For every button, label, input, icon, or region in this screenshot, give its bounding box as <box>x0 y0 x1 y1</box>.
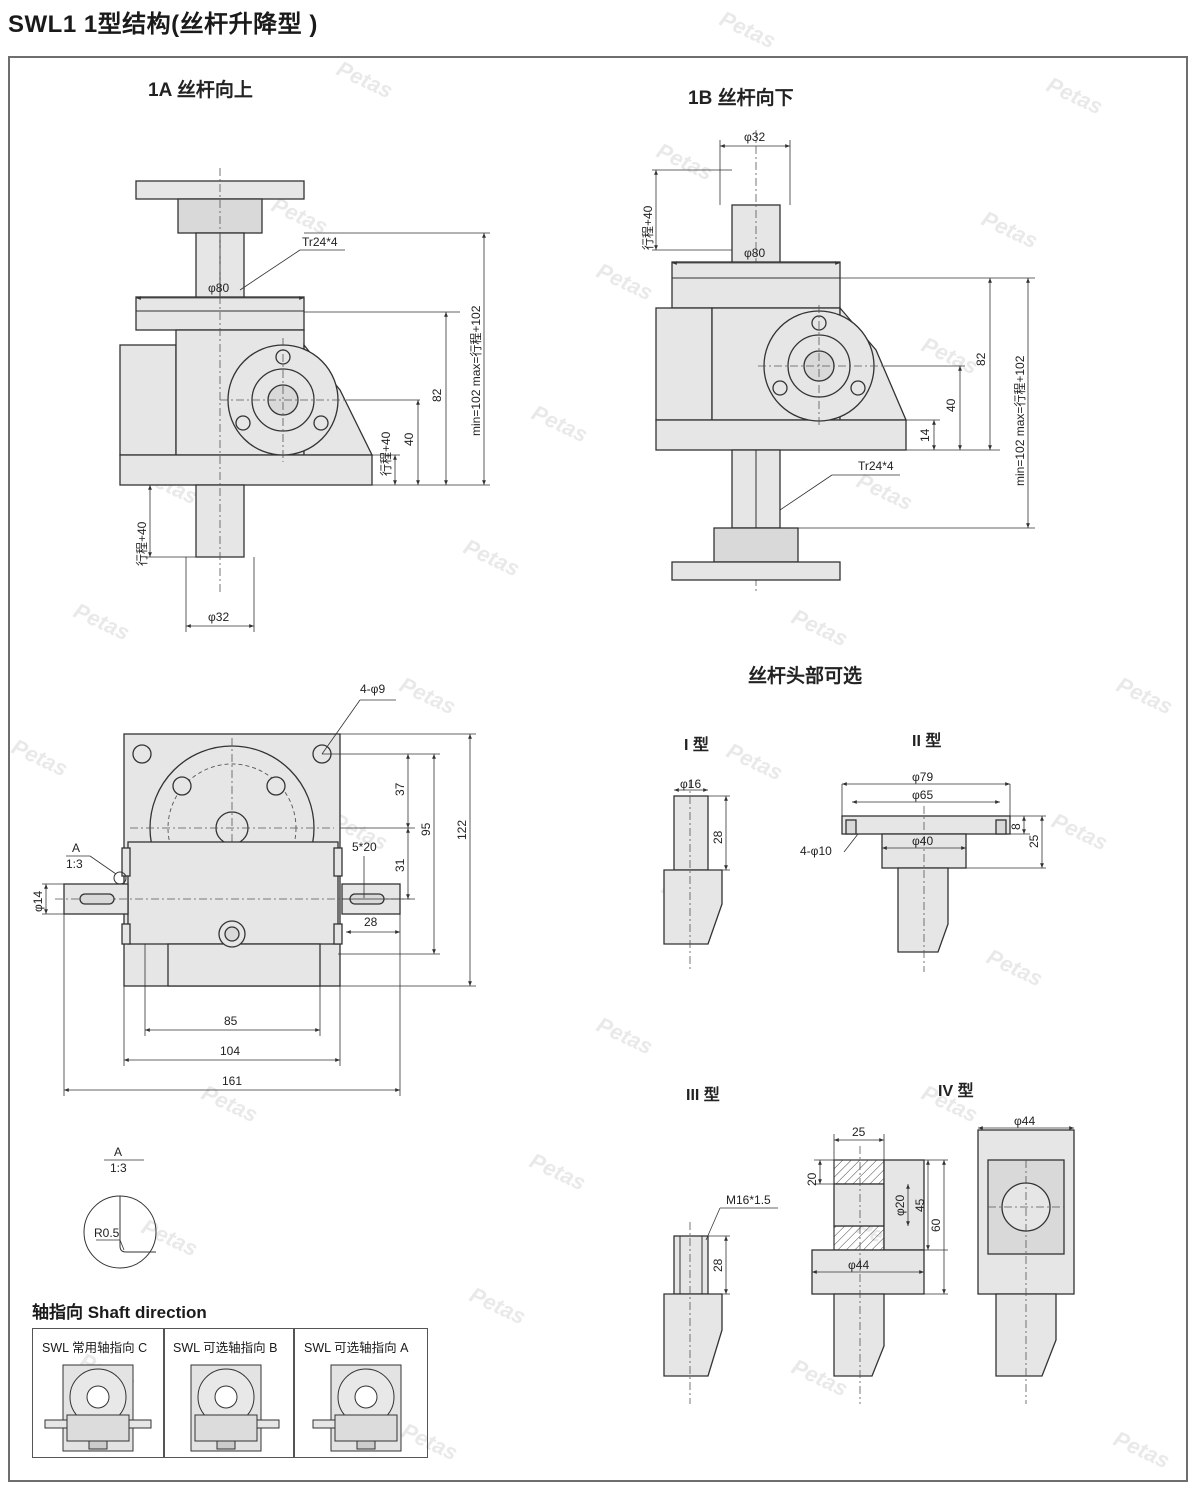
plan-detail-ref: A <box>72 841 80 855</box>
watermark: Petas <box>1043 72 1107 119</box>
plan-holes: 4-φ9 <box>360 682 385 696</box>
plan-key: 5*20 <box>352 840 377 854</box>
type4-h45: 45 <box>913 1198 927 1212</box>
gearbox-icon <box>44 1364 152 1452</box>
watermark: Petas <box>593 258 657 305</box>
type4-d20: φ20 <box>893 1195 907 1216</box>
view-1a-title: 1A 丝杆向上 <box>148 78 253 101</box>
view-1b-dim-minmax: min=102 max=行程+102 <box>1012 355 1027 486</box>
watermark: Petas <box>466 1282 530 1329</box>
view-1a: 1A 丝杆向上 φ80 Tr24*4 <box>119 78 490 632</box>
type3-label: III 型 <box>686 1086 720 1104</box>
detail-a-radius: R0.5 <box>94 1226 120 1240</box>
plan-w161: 161 <box>222 1074 242 1088</box>
plan-w85: 85 <box>224 1014 238 1028</box>
shaft-direction-label: SWL 可选轴指向 A <box>304 1341 409 1355</box>
view-1b-flange-dia: φ80 <box>744 246 765 260</box>
watermark: Petas <box>788 604 852 651</box>
view-1b-shaft-dia: φ32 <box>744 130 765 144</box>
view-1a-dim-40: 40 <box>402 432 416 446</box>
type4-d44a: φ44 <box>848 1258 869 1272</box>
view-1b: 1B 丝杆向下 φ32 φ80 Tr24*4 <box>640 86 1035 592</box>
plan-view: 4-φ9 A 1:3 5*20 φ14 28 37 31 95 122 <box>31 682 476 1096</box>
watermark: Petas <box>1113 672 1177 719</box>
type1-dia: φ16 <box>680 777 701 791</box>
type4-d44b: φ44 <box>1014 1114 1035 1128</box>
type2-holes: 4-φ10 <box>800 844 832 858</box>
detail-a: A 1:3 R0.5 <box>83 1145 157 1269</box>
watermark: Petas <box>8 734 72 781</box>
type2-height: 25 <box>1027 834 1041 848</box>
view-1b-dim-stroke: 行程+40 <box>640 205 655 250</box>
screw-heads: 丝杆头部可选 I 型 φ16 28 II 型 φ79 φ65 φ40 4-φ10 <box>663 664 1075 1404</box>
shaft-direction-title: 轴指向 Shaft direction <box>32 1303 207 1322</box>
gearbox-icon <box>312 1364 402 1452</box>
watermark: Petas <box>653 138 717 185</box>
type4-h20: 20 <box>805 1172 819 1186</box>
detail-a-scale: 1:3 <box>110 1161 127 1175</box>
type2-thk: 8 <box>1009 823 1023 830</box>
type4-h60: 60 <box>929 1218 943 1232</box>
view-1a-shaft-dia: φ32 <box>208 610 229 624</box>
plan-detail-scale: 1:3 <box>66 857 83 871</box>
shaft-direction-option-b[interactable]: SWL 可选轴指向 B <box>164 1328 294 1458</box>
gearbox-icon <box>190 1364 280 1452</box>
type2-dia-inner: φ40 <box>912 834 933 848</box>
watermark: Petas <box>460 534 524 581</box>
watermark: Petas <box>918 332 982 379</box>
view-1a-dim-minmax: min=102 max=行程+102 <box>468 305 483 436</box>
watermark: Petas <box>138 1214 202 1261</box>
type2-dia-pcd: φ65 <box>912 788 933 802</box>
watermark: Petas <box>593 1012 657 1059</box>
watermark: Petas <box>983 944 1047 991</box>
type4-label: IV 型 <box>938 1082 974 1100</box>
plan-shaft-dia: φ14 <box>31 891 45 912</box>
watermark: Petas <box>723 738 787 785</box>
shaft-direction-option-c[interactable]: SWL 常用轴指向 C <box>32 1328 164 1458</box>
screw-heads-title: 丝杆头部可选 <box>748 664 862 687</box>
type4-width: 25 <box>852 1125 866 1139</box>
view-1a-flange-dia: φ80 <box>208 281 229 295</box>
view-1b-dim-14: 14 <box>918 428 932 442</box>
view-1a-dim-stroke: 行程+40 <box>134 521 149 566</box>
type3-len: 28 <box>711 1258 725 1272</box>
plan-w104: 104 <box>220 1044 240 1058</box>
type1-len: 28 <box>711 830 725 844</box>
watermark: Petas <box>528 400 592 447</box>
watermark: Petas <box>526 1148 590 1195</box>
shaft-direction-label: SWL 常用轴指向 C <box>42 1341 148 1355</box>
type2-dia-outer: φ79 <box>912 770 933 784</box>
shaft-direction-option-a[interactable]: SWL 可选轴指向 A <box>294 1328 428 1458</box>
plan-h95: 95 <box>419 822 433 836</box>
drawing-frame <box>8 56 1188 1482</box>
view-1a-thread: Tr24*4 <box>302 235 338 249</box>
type2-label: II 型 <box>912 732 941 750</box>
watermark: Petas <box>396 672 460 719</box>
plan-h31: 31 <box>393 858 407 872</box>
detail-a-ref: A <box>114 1145 122 1159</box>
plan-h122: 122 <box>455 820 469 840</box>
view-1a-dim-82: 82 <box>430 388 444 402</box>
shaft-direction-label: SWL 可选轴指向 B <box>173 1341 278 1355</box>
plan-key-len: 28 <box>364 915 378 929</box>
page-title: SWL1 1型结构(丝杆升降型 ) <box>8 11 318 38</box>
view-1b-dim-82: 82 <box>974 352 988 366</box>
view-1b-title: 1B 丝杆向下 <box>688 86 794 109</box>
watermark: Petas <box>333 56 397 103</box>
watermark: Petas <box>70 598 134 645</box>
view-1a-dim-14: 行程+40 <box>378 431 393 476</box>
watermark: Petas <box>716 6 780 53</box>
type3-thread: M16*1.5 <box>726 1193 771 1207</box>
type1-label: I 型 <box>684 736 709 754</box>
watermark: Petas <box>978 206 1042 253</box>
watermark: Petas <box>1110 1426 1174 1473</box>
view-1b-thread: Tr24*4 <box>858 459 894 473</box>
view-1b-dim-40: 40 <box>944 398 958 412</box>
plan-h37: 37 <box>393 782 407 796</box>
watermark: Petas <box>1048 808 1112 855</box>
